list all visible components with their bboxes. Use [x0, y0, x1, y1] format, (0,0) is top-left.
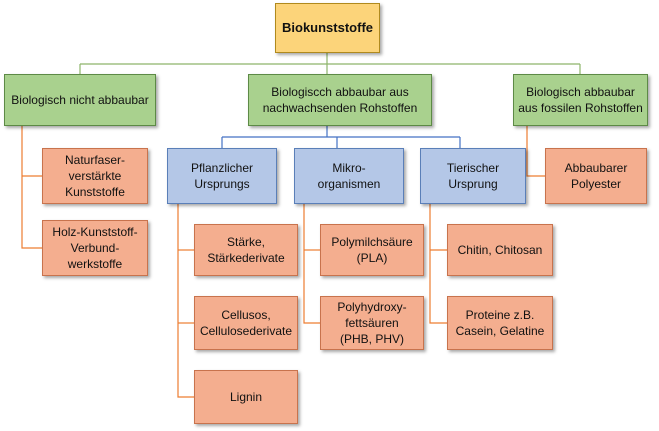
connectors-root [79, 53, 581, 74]
node-pha: Polyhydroxy- fettsäuren (PHB, PHV) [320, 296, 424, 350]
connector-animal-leaves [429, 204, 447, 324]
node-not-degradable: Biologisch nicht abbaubar [4, 74, 156, 126]
node-degradable-polyester: Abbaubarer Polyester [545, 148, 647, 204]
node-lignin: Lignin [194, 370, 298, 424]
node-natural-fiber-plastics: Naturfaser- verstärkte Kunststoffe [42, 148, 148, 204]
node-degradable-renewable: Biologiscch abbaubar aus nachwachsenden … [248, 74, 432, 126]
node-wood-plastic-composites: Holz-Kunststoff- Verbund- werkstoffe [42, 220, 148, 276]
node-plant-origin: Pflanzlicher Ursprungs [167, 148, 277, 204]
connectors-renewable [221, 126, 461, 148]
node-starch: Stärke, Stärkederivate [194, 224, 298, 276]
node-microorganisms: Mikro- organismen [294, 148, 404, 204]
node-chitin: Chitin, Chitosan [447, 224, 553, 276]
node-pla: Polymilchsäure (PLA) [320, 224, 424, 276]
node-animal-origin: Tierischer Ursprung [420, 148, 526, 204]
node-cellulose: Cellusos, Cellulosederivate [194, 296, 298, 350]
node-proteins: Proteine z.B. Casein, Gelatine [447, 296, 553, 350]
node-biokunststoffe: Biokunststoffe [275, 3, 380, 53]
connector-non-degradable-leaves [21, 126, 42, 249]
node-degradable-fossil: Biologisch abbaubar aus fossilen Rohstof… [513, 74, 648, 126]
connectors-leaves [21, 126, 545, 398]
connector-plant-leaves [177, 204, 194, 398]
connector-fossil-leaves [526, 126, 545, 177]
connector-micro-leaves [303, 204, 320, 324]
